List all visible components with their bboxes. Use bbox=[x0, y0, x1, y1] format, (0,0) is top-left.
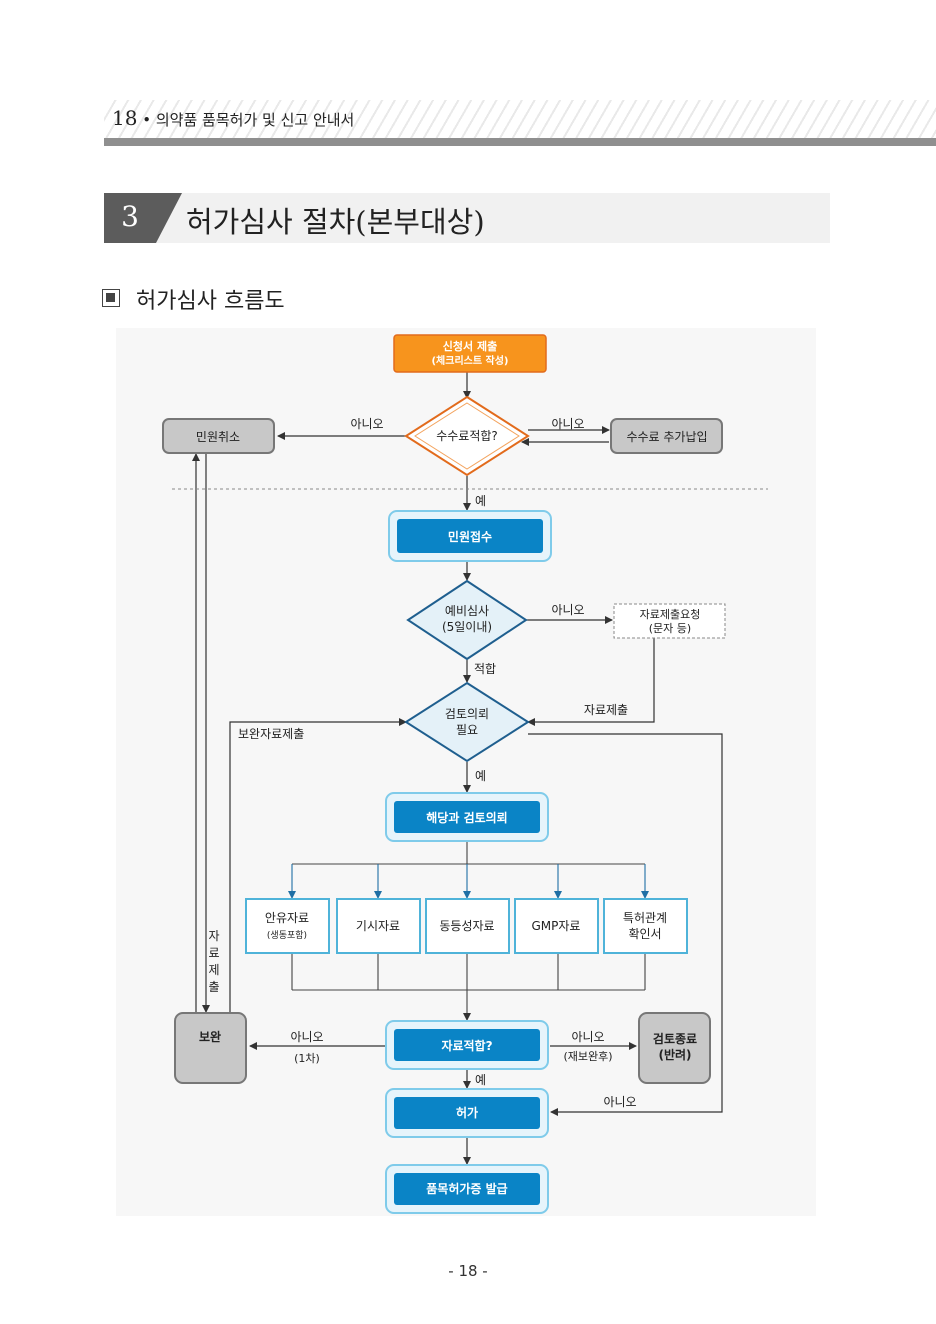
node-prelim-line2: (5일이내) bbox=[442, 620, 492, 634]
node-fee-check: 수수료적합? bbox=[404, 395, 530, 477]
arrow-supplement-to-review bbox=[229, 718, 407, 1012]
section-heading: 3 허가심사 절차(본부대상) bbox=[104, 193, 830, 243]
node-receipt-label: 민원접수 bbox=[448, 529, 492, 544]
square-bullet-icon bbox=[102, 289, 120, 307]
section-number: 3 bbox=[104, 193, 156, 243]
section-number-wedge bbox=[156, 193, 182, 243]
header-page-number: 18 bbox=[112, 106, 138, 130]
node-doc-safety-line1: 안유자료 bbox=[265, 911, 309, 925]
label-vertical-4: 출 bbox=[208, 980, 219, 994]
subsection-title: 허가심사 흐름도 bbox=[136, 289, 285, 314]
node-supplement: 보완 bbox=[174, 1012, 247, 1084]
node-extra-fee-label: 수수료 추가납입 bbox=[626, 430, 707, 444]
section-title: 허가심사 절차(본부대상) bbox=[186, 205, 485, 239]
label-no-supplement: 아니오 bbox=[290, 1030, 323, 1044]
label-after-supp: (재보완후) bbox=[563, 1050, 612, 1063]
node-cancel-label: 민원취소 bbox=[196, 430, 240, 444]
header-title: 의약품 품목허가 및 신고 안내서 bbox=[155, 111, 355, 129]
node-approval: 허가 bbox=[385, 1088, 549, 1138]
label-no-cancel: 아니오 bbox=[350, 417, 383, 431]
label-yes-dept: 예 bbox=[475, 769, 486, 783]
node-data-request: 자료제출요청 (문자 등) bbox=[613, 603, 726, 639]
node-apply-line2: (체크리스트 작성) bbox=[431, 354, 508, 367]
label-no-end: 아니오 bbox=[571, 1030, 604, 1044]
label-vertical-2: 료 bbox=[208, 946, 219, 960]
node-fee-check-label: 수수료적합? bbox=[436, 429, 498, 443]
node-review-end-line1: 검토종료 bbox=[653, 1031, 697, 1046]
node-doc-patent-line1: 특허관계 bbox=[623, 911, 667, 925]
header-text: 18 • 의약품 품목허가 및 신고 안내서 bbox=[112, 106, 354, 130]
label-no-approval: 아니오 bbox=[603, 1095, 636, 1109]
node-doc-gmp: GMP자료 bbox=[514, 898, 599, 954]
edge-labels: 아니오 아니오 예 아니오 적합 자료제출 보완자료제출 예 자 료 제 출 아… bbox=[208, 417, 636, 1109]
node-data-request-line1: 자료제출요청 bbox=[640, 608, 701, 621]
node-doc-spec: 기시자료 bbox=[336, 898, 421, 954]
label-vertical-1: 자 bbox=[208, 929, 219, 943]
dept-distribution-lines bbox=[288, 842, 649, 1021]
node-doc-patent-line2: 확인서 bbox=[628, 927, 661, 941]
running-header: 18 • 의약품 품목허가 및 신고 안내서 bbox=[104, 100, 936, 138]
node-extra-fee: 수수료 추가납입 bbox=[610, 418, 723, 454]
label-no-extra: 아니오 bbox=[551, 417, 584, 431]
node-review-required-line1: 검토의뢰 bbox=[445, 707, 489, 721]
node-issue: 품목허가증 발급 bbox=[385, 1164, 549, 1214]
node-review-end-line2: (반려) bbox=[658, 1047, 691, 1062]
label-supp-submit: 보완자료제출 bbox=[238, 727, 304, 741]
node-review-required: 검토의뢰 필요 bbox=[404, 681, 530, 763]
node-dept-review: 해당과 검토의뢰 bbox=[385, 792, 549, 842]
page-footer-number: - 18 - bbox=[448, 1262, 488, 1280]
node-doc-patent: 특허관계 확인서 bbox=[603, 898, 688, 954]
header-bullet: • bbox=[142, 111, 152, 129]
label-no-request: 아니오 bbox=[551, 603, 584, 617]
label-vertical-3: 제 bbox=[208, 963, 219, 977]
label-fit: 적합 bbox=[474, 662, 496, 676]
node-doc-equiv: 동등성자료 bbox=[425, 898, 510, 954]
node-data-ok: 자료적합? bbox=[385, 1020, 549, 1070]
node-doc-safety-line2: (생동포함) bbox=[267, 930, 307, 941]
node-prelim: 예비심사 (5일이내) bbox=[406, 579, 528, 661]
label-yes-approval: 예 bbox=[475, 1073, 486, 1087]
node-doc-gmp-label: GMP자료 bbox=[532, 919, 581, 933]
node-dept-review-label: 해당과 검토의뢰 bbox=[426, 810, 507, 825]
connectors bbox=[192, 372, 723, 1165]
label-submit: 자료제출 bbox=[584, 703, 628, 717]
label-first: (1차) bbox=[294, 1052, 320, 1065]
header-rule bbox=[104, 138, 936, 146]
node-receipt: 민원접수 bbox=[388, 510, 552, 562]
node-apply: 신청서 제출 (체크리스트 작성) bbox=[393, 334, 547, 373]
node-issue-label: 품목허가증 발급 bbox=[426, 1181, 507, 1196]
node-doc-safety: 안유자료 (생동포함) bbox=[245, 898, 330, 954]
arrow-review-no-to-approval bbox=[528, 733, 723, 1116]
node-doc-equiv-label: 동등성자료 bbox=[439, 919, 494, 933]
node-apply-line1: 신청서 제출 bbox=[443, 339, 497, 353]
node-data-request-line2: (문자 등) bbox=[649, 622, 691, 635]
arrow-request-to-review bbox=[527, 638, 655, 726]
label-yes-receipt: 예 bbox=[475, 494, 486, 508]
node-supplement-label: 보완 bbox=[199, 1030, 221, 1044]
node-review-end: 검토종료 (반려) bbox=[638, 1012, 711, 1084]
node-prelim-line1: 예비심사 bbox=[445, 604, 489, 618]
node-cancel: 민원취소 bbox=[162, 418, 275, 454]
node-doc-spec-label: 기시자료 bbox=[356, 919, 400, 933]
node-data-ok-label: 자료적합? bbox=[441, 1038, 492, 1053]
node-review-required-line2: 필요 bbox=[456, 723, 478, 737]
node-approval-label: 허가 bbox=[456, 1105, 478, 1120]
